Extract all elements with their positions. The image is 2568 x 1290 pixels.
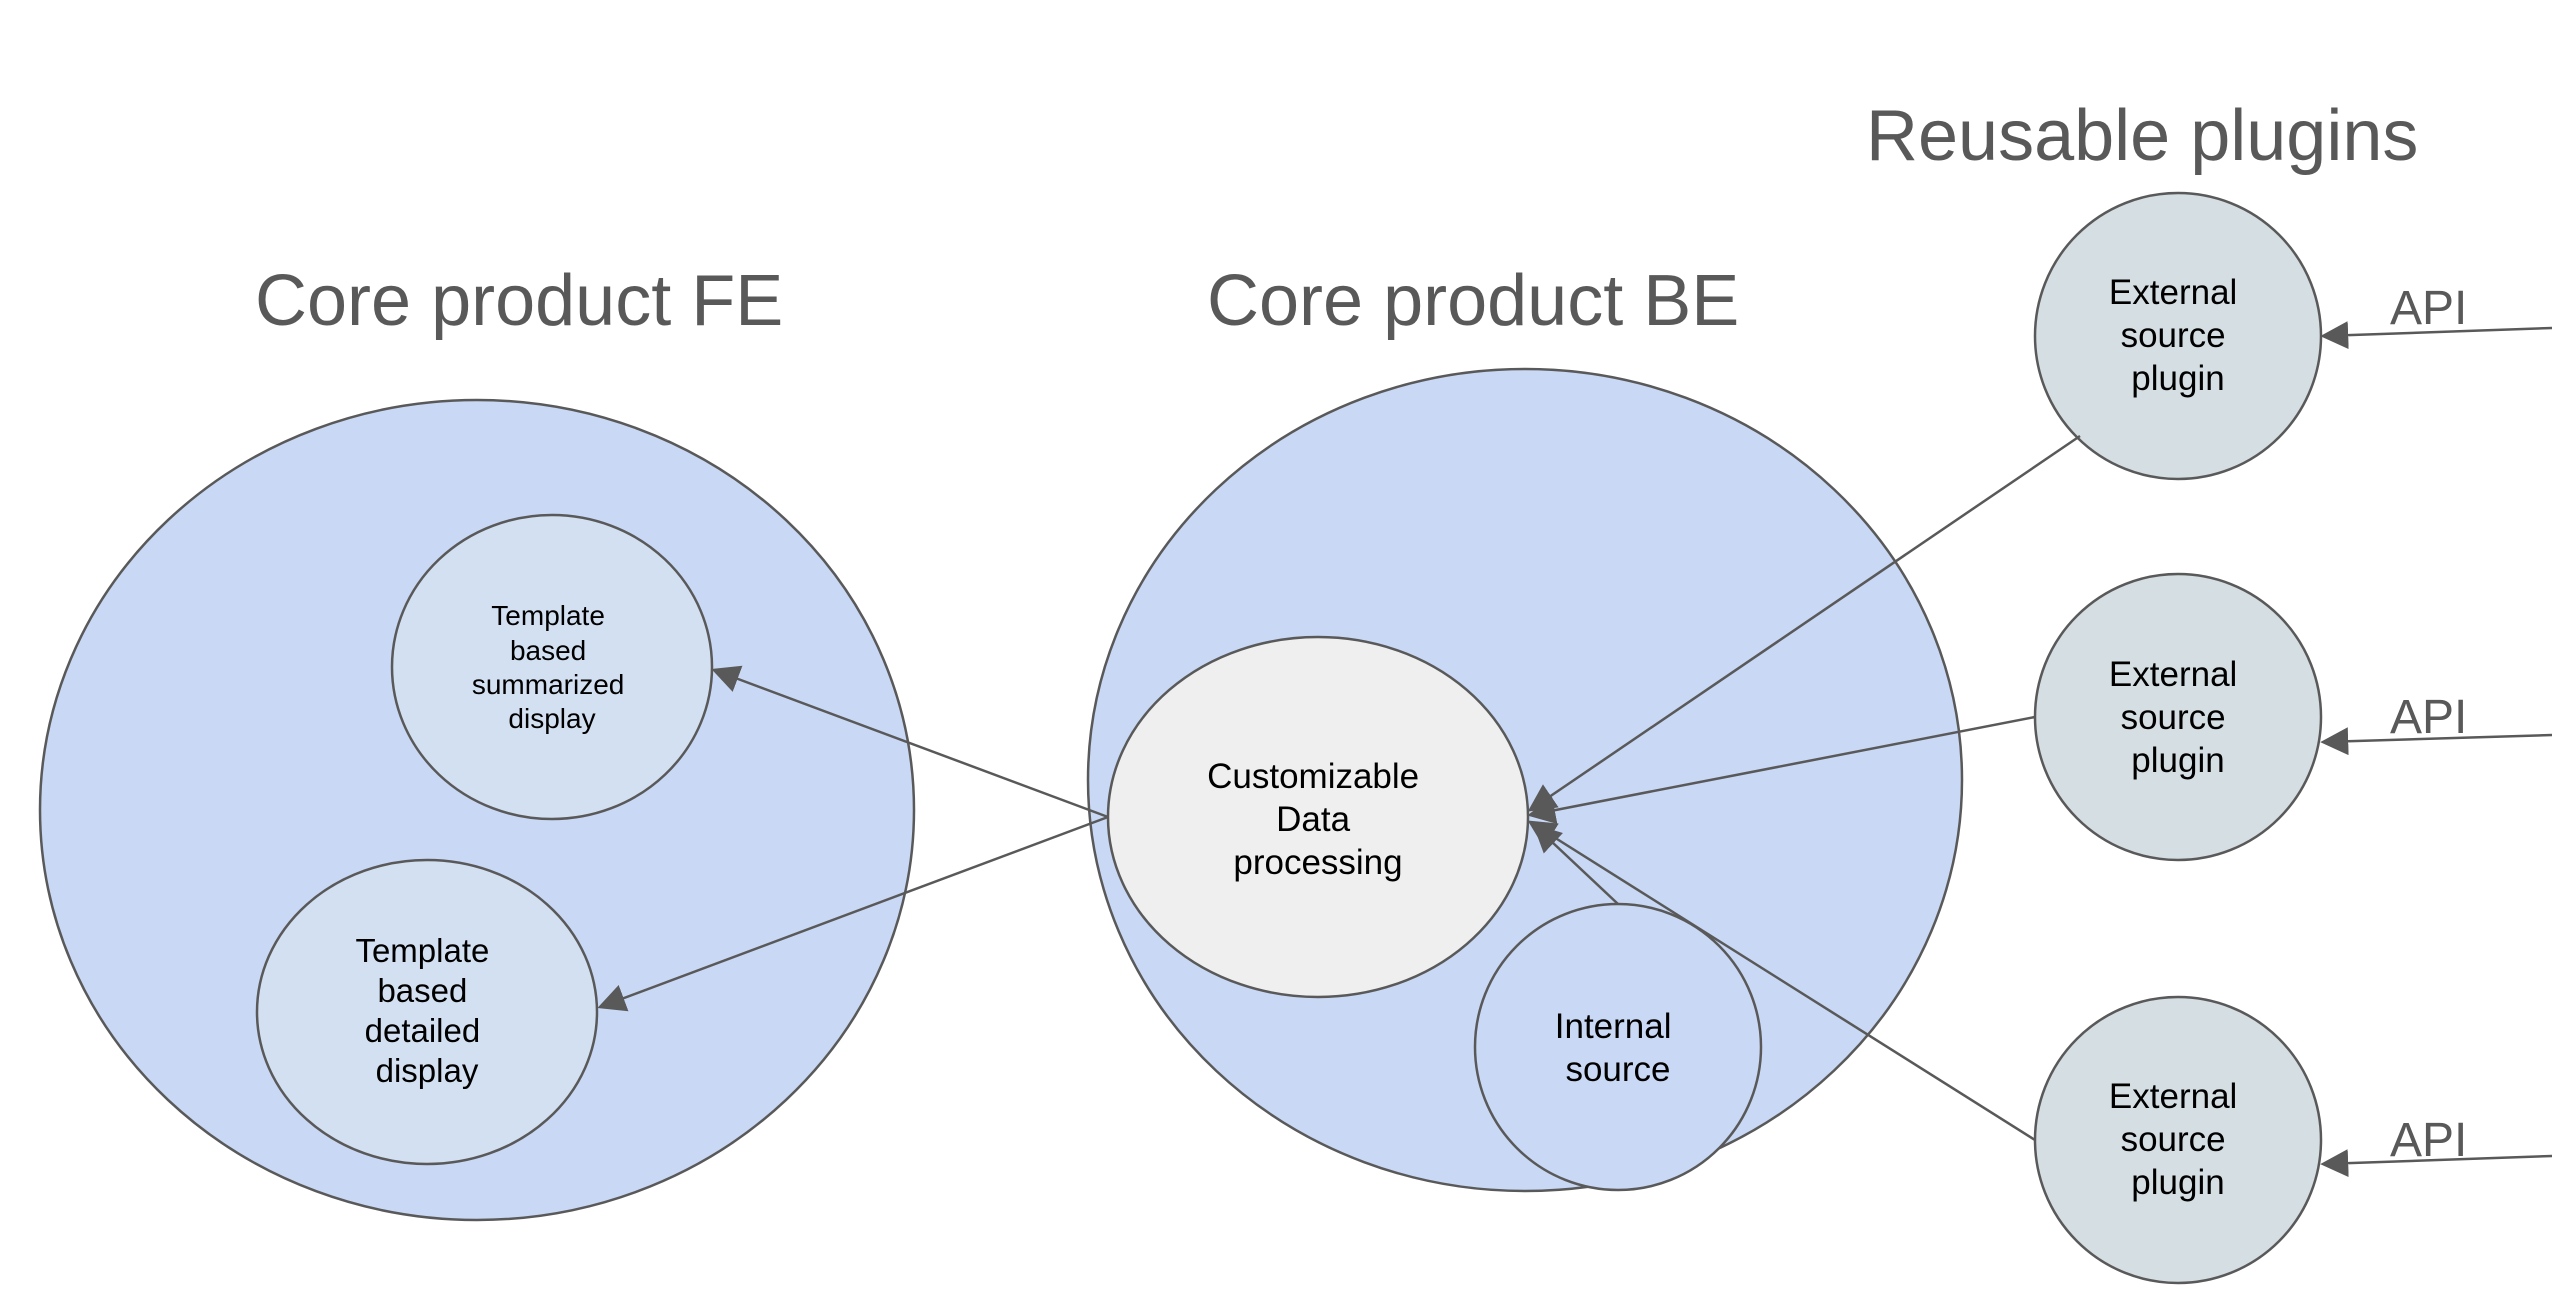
- edge-internal-to-processing: [1532, 824, 1619, 905]
- internal-source-label: Internal source: [1555, 1007, 1681, 1089]
- api-arrow-2: [2320, 727, 2553, 756]
- edge-plugin3-to-processing: [1527, 820, 2036, 1142]
- api-arrow-3: [2320, 1149, 2553, 1178]
- api-label-3: API: [2390, 1114, 2467, 1167]
- edge-processing-to-detailed: [597, 815, 1109, 1012]
- heading-core-product-fe: Core product FE: [255, 261, 783, 341]
- external-source-plugin-label-3: External source plugin: [2109, 1077, 2247, 1202]
- api-label-2: API: [2390, 691, 2467, 744]
- template-detailed-display-label: Template based detailed display: [355, 932, 498, 1089]
- customizable-data-processing-label: Customizable Data processing: [1207, 757, 1429, 882]
- heading-core-product-be: Core product BE: [1207, 261, 1739, 341]
- external-source-plugin-label-2: External source plugin: [2109, 655, 2247, 780]
- template-detailed-display-node: [255, 858, 599, 1166]
- internal-source-node: [1473, 902, 1763, 1192]
- template-summarized-display-node: [390, 513, 714, 821]
- edge-plugin2-to-processing: [1527, 715, 2036, 824]
- api-arrow-1: [2320, 321, 2553, 350]
- heading-reusable-plugins: Reusable plugins: [1866, 96, 2418, 176]
- external-source-plugin-label-1: External source plugin: [2109, 273, 2247, 398]
- api-label-1: API: [2390, 282, 2467, 335]
- edge-plugin1-to-processing: [1527, 434, 2081, 812]
- edge-processing-to-summarized: [711, 665, 1109, 819]
- template-summarized-display-label: Template based summarized display: [472, 600, 632, 734]
